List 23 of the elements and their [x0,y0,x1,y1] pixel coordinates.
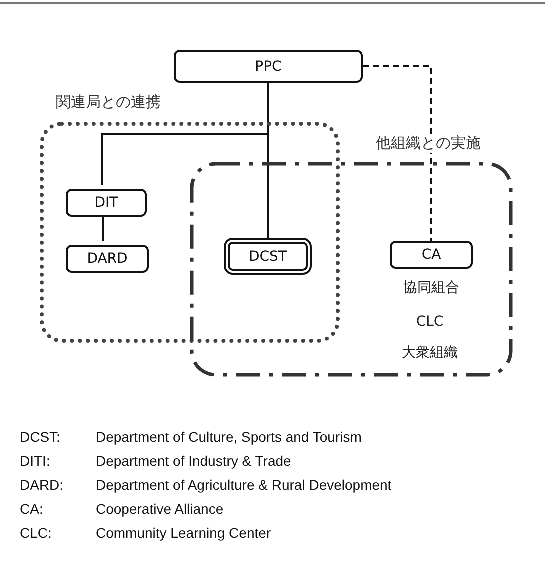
node-caption: 協同組合 [404,279,460,297]
group-heading: 関連局との連携 [54,93,163,112]
abbreviation-label: DCST: [20,429,60,445]
dashed-connector [363,66,432,241]
process-box: DARD [66,245,149,273]
process-box: DCST [224,238,312,275]
process-box: CA [390,241,473,269]
definition-text: Department of Industry & Trade [96,453,292,469]
process-box: PPC [174,50,363,83]
org-label: CLC [416,314,444,330]
definition-text: Cooperative Alliance [96,501,224,517]
abbreviation-label: DITI: [20,453,50,469]
definition-text: Community Learning Center [96,525,272,541]
connector [102,83,270,185]
definition-text: Department of Agriculture & Rural Development [96,477,392,493]
definition-text: Department of Culture, Sports and Tourism [96,429,362,445]
connector [267,83,269,238]
org-label: 大衆組織 [402,344,458,362]
abbreviation-label: DARD: [20,477,64,493]
abbreviation-label: CLC: [20,525,52,541]
group-heading: 他組織との実施 [374,134,483,153]
process-box: DIT [66,189,147,217]
abbreviation-label: CA: [20,501,44,517]
